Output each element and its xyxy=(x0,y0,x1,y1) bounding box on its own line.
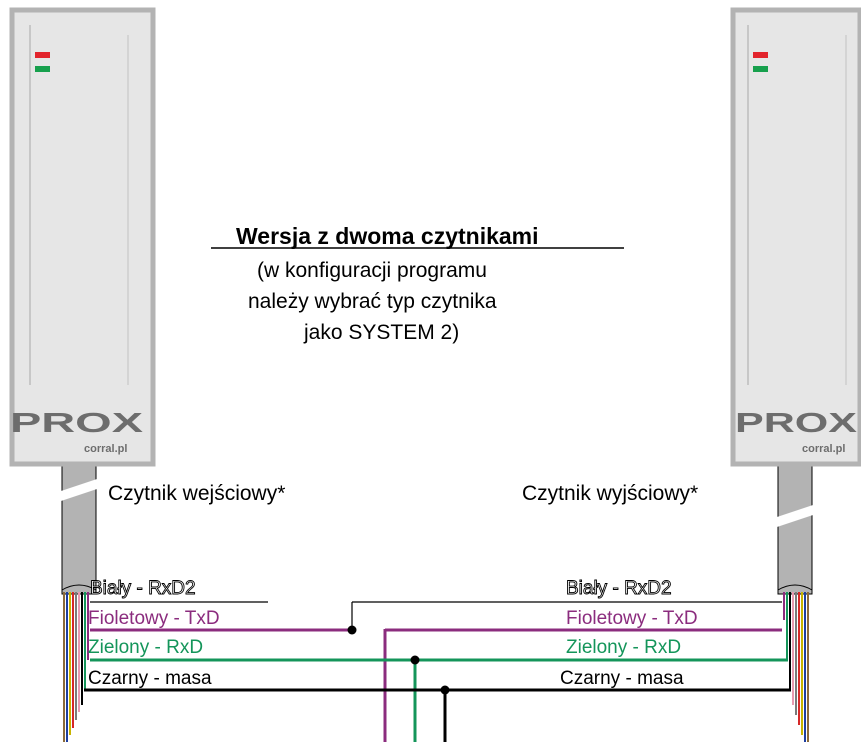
subtitle-line-1: (w konfiguracji programu xyxy=(257,259,487,282)
right-cable xyxy=(774,461,816,742)
left-violet-wire-label: Fioletowy - TxD xyxy=(88,608,220,629)
left-reader: PROX corral.pl xyxy=(9,7,156,742)
junction-violet-white xyxy=(347,625,357,635)
left-reader-label: Czytnik wejściowy* xyxy=(108,482,285,505)
subtitle-line-2: należy wybrać typ czytnika xyxy=(248,290,497,313)
left-white-wire-label: Biały - RxD2 xyxy=(90,578,196,599)
right-brand-text: PROX xyxy=(735,407,857,438)
left-cable xyxy=(58,461,100,742)
left-site-text: corral.pl xyxy=(84,443,127,455)
left-black-wire-label: Czarny - masa xyxy=(88,668,212,689)
right-led-red xyxy=(753,52,768,58)
right-reader-housing xyxy=(730,7,861,467)
left-brand-text: PROX xyxy=(10,407,144,438)
junction-black xyxy=(440,685,450,695)
subtitle-line-3: jako SYSTEM 2) xyxy=(303,321,459,344)
right-green-wire-label: Zielony - RxD xyxy=(566,637,681,658)
left-green-wire-label: Zielony - RxD xyxy=(88,637,203,658)
right-reader-label: Czytnik wyjściowy* xyxy=(522,482,698,505)
right-site-text: corral.pl xyxy=(802,443,845,455)
left-led-red xyxy=(35,52,50,58)
wire-lines xyxy=(84,601,791,742)
right-black-wire-label: Czarny - masa xyxy=(560,668,684,689)
right-white-wire-label: Biały - RxD2 xyxy=(566,578,672,599)
junction-green xyxy=(410,655,420,665)
left-reader-housing xyxy=(9,7,156,467)
diagram-title: Wersja z dwoma czytnikami xyxy=(236,223,539,249)
right-reader: PROX corral.pl xyxy=(730,7,861,742)
right-led-green xyxy=(753,66,768,72)
left-led-green xyxy=(35,66,50,72)
right-violet-wire-label: Fioletowy - TxD xyxy=(566,608,698,629)
